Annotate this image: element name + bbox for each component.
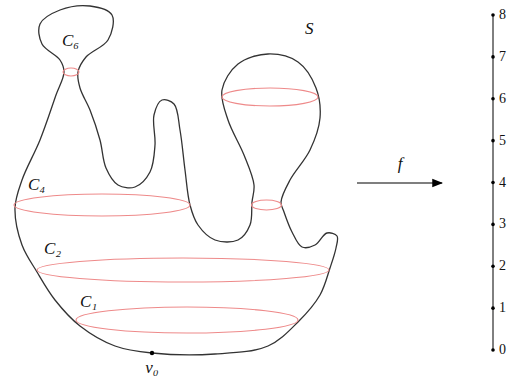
map-arrow (357, 182, 442, 183)
tick-dot (491, 348, 495, 352)
tick-label: 8 (499, 7, 506, 22)
point-label: v₀ (145, 359, 158, 378)
level-set-circle (37, 258, 329, 282)
base-point (150, 351, 154, 355)
curve-label: C₄ (28, 176, 45, 195)
curve-label: C₁ (80, 293, 97, 312)
tick-label: 5 (499, 133, 506, 148)
tick-dot (491, 264, 495, 268)
curve-label: C₆ (62, 32, 79, 51)
level-set-circle (14, 194, 190, 216)
level-set-circle (63, 68, 79, 76)
surface-outline (15, 6, 338, 355)
tick-label: 0 (499, 342, 506, 357)
tick-label: 4 (499, 175, 506, 190)
tick-dot (491, 181, 495, 185)
tick-label: 6 (499, 91, 506, 106)
tick-label: 7 (499, 49, 506, 64)
tick-dot (491, 306, 495, 310)
tick-label: 1 (499, 300, 506, 315)
tick-dot (491, 139, 495, 143)
tick-dot (491, 97, 495, 101)
level-set-circle (252, 200, 282, 210)
level-set-circle (222, 88, 318, 106)
tick-dot (491, 223, 495, 227)
tick-label: 3 (499, 216, 506, 231)
map-label: f (398, 155, 403, 174)
surface-label: S (305, 20, 314, 39)
tick-dot (491, 55, 495, 59)
curve-label: C₂ (44, 240, 61, 259)
tick-label: 2 (499, 258, 506, 273)
level-set-circle (76, 307, 298, 333)
tick-dot (491, 13, 495, 17)
